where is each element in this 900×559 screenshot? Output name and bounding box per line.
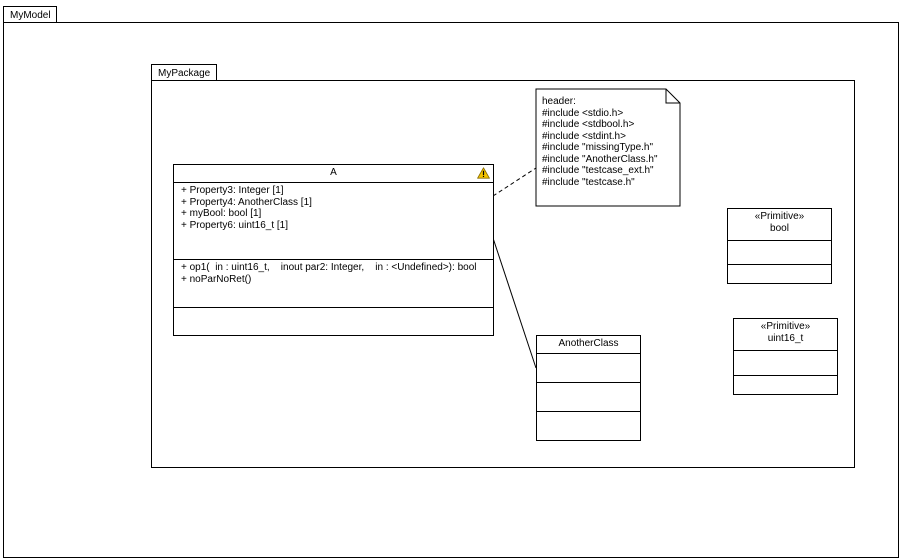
- stereotype-label: «Primitive»: [754, 211, 805, 222]
- operation-item[interactable]: + op1( in : uint16_t, inout par2: Intege…: [181, 262, 477, 273]
- class-a-name: A: [330, 167, 337, 178]
- note-line: header:: [542, 96, 576, 107]
- class-a-properties[interactable]: + Property3: Integer [1] + Property4: An…: [174, 183, 493, 260]
- primitive-uint16-name: uint16_t: [767, 333, 804, 344]
- another-class-operations[interactable]: [537, 383, 640, 412]
- package-frame[interactable]: [151, 80, 855, 468]
- note-line: #include <stdint.h>: [542, 130, 626, 142]
- primitive-uint16[interactable]: «Primitive» uint16_t: [733, 318, 838, 395]
- note-line: #include "AnotherClass.h": [542, 153, 658, 165]
- primitive-bool-attributes[interactable]: [728, 241, 831, 265]
- primitive-uint16-attributes[interactable]: [734, 351, 837, 376]
- another-class[interactable]: AnotherClass: [536, 335, 641, 441]
- another-class-attributes[interactable]: [537, 354, 640, 383]
- model-frame[interactable]: [3, 22, 899, 558]
- class-a-header[interactable]: A: [174, 165, 493, 183]
- note-line: #include "testcase.h": [542, 176, 635, 188]
- primitive-uint16-operations[interactable]: [734, 376, 837, 398]
- stereotype-label: «Primitive»: [760, 321, 811, 332]
- primitive-bool-name: bool: [770, 223, 789, 234]
- class-a[interactable]: A + Property3: Integer [1] + Property4: …: [173, 164, 494, 336]
- primitive-bool-operations[interactable]: [728, 265, 831, 287]
- note-line: #include <stdbool.h>: [542, 119, 635, 130]
- another-class-header[interactable]: AnotherClass: [537, 336, 640, 354]
- primitive-bool-header[interactable]: «Primitive» bool: [728, 209, 831, 241]
- model-label: MyModel: [10, 10, 51, 21]
- package-label: MyPackage: [158, 68, 211, 79]
- property-item[interactable]: + Property3: Integer [1]: [181, 185, 284, 196]
- note-line: #include "testcase_ext.h": [542, 165, 654, 176]
- primitive-uint16-header[interactable]: «Primitive» uint16_t: [734, 319, 837, 351]
- note-anchor-line[interactable]: [492, 167, 537, 197]
- class-a-operations[interactable]: + op1( in : uint16_t, inout par2: Intege…: [174, 260, 493, 308]
- another-class-name: AnotherClass: [558, 338, 619, 349]
- class-a-extra-compartment[interactable]: [174, 308, 493, 336]
- note-line: #include "missingType.h": [542, 142, 654, 153]
- operation-item[interactable]: + noParNoRet(): [181, 273, 252, 285]
- property-item[interactable]: + Property4: AnotherClass [1]: [181, 196, 312, 208]
- note-line: #include <stdio.h>: [542, 107, 624, 119]
- primitive-bool[interactable]: «Primitive» bool: [727, 208, 832, 284]
- header-note[interactable]: header: #include <stdio.h> #include <std…: [536, 89, 680, 206]
- property-item[interactable]: + myBool: bool [1]: [181, 208, 262, 219]
- property-item[interactable]: + Property6: uint16_t [1]: [181, 219, 289, 231]
- association-line[interactable]: [492, 237, 537, 369]
- another-class-extra-compartment[interactable]: [537, 412, 640, 441]
- warning-icon[interactable]: [477, 167, 490, 179]
